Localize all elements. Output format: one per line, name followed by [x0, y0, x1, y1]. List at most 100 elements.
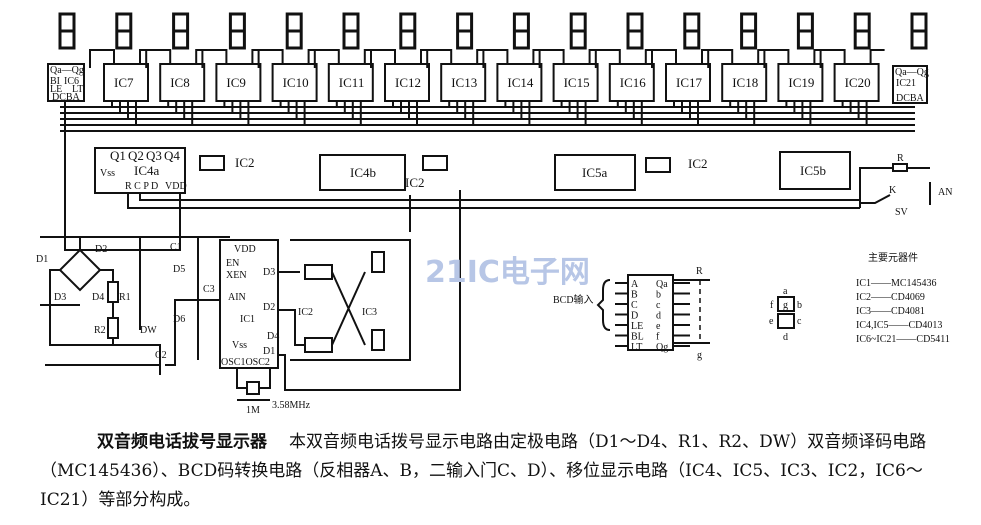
pin-label: LE [50, 84, 62, 95]
pin-label: Qa—Qg [50, 65, 84, 76]
d4-label: D4 [92, 292, 104, 303]
seven-segment-digit [228, 12, 246, 50]
bcd-output-pin: e [656, 321, 661, 332]
seven-segment-digit [853, 12, 871, 50]
watermark: 21IC电子网 [425, 255, 590, 290]
pin-label: BI [50, 76, 60, 87]
ic15-label: IC15 [564, 75, 590, 90]
k-label: K [889, 185, 897, 196]
ic11-chip: IC11 [313, 49, 379, 125]
r-label: R [696, 266, 703, 277]
bcd-output-pin: c [656, 300, 661, 311]
ic6-box: Qa—Qg BI IC6 LE LT DCBA [47, 63, 85, 103]
pin-label: DCBA [52, 92, 81, 103]
ic4a-label: IC4a [134, 163, 160, 178]
ic19-chip: IC19 [763, 49, 829, 125]
ic12-chip: IC12 [370, 49, 435, 125]
bcd-input-pin: A [631, 279, 639, 290]
parts-list-item: IC6~IC21——CD5411 [856, 334, 950, 345]
seven-segment-digit [626, 12, 644, 50]
bcd-output-pin: b [656, 290, 661, 301]
r2-label: R2 [94, 325, 106, 336]
pin-vdd: VDD [234, 244, 256, 255]
bcd-output-pin: f [656, 332, 660, 343]
ic17-chip: IC17 [651, 49, 716, 125]
seven-segment-digit [172, 12, 190, 50]
seven-segment-digit [512, 12, 530, 50]
pin-osc: OSC1OSC2 [221, 357, 270, 368]
pin-label: DCBA [896, 93, 925, 104]
r-label: R [897, 153, 904, 164]
pin-label: Qa—Qg [895, 67, 929, 78]
ic21-label: IC21 [896, 78, 916, 89]
seg-a: a [783, 286, 788, 297]
d3-label: D3 [54, 292, 66, 303]
ic18-label: IC18 [732, 75, 758, 90]
seven-segment-digit [456, 12, 474, 50]
ic15-chip: IC15 [538, 49, 604, 125]
seven-segment-digit [569, 12, 587, 50]
figure-caption: 双音频电话拔号显示器本双音频电话拨号显示电路由定极电路（D1～D4、R1、R2、… [40, 428, 970, 515]
caption-title: 双音频电话拔号显示器 [97, 432, 267, 452]
pin-q2: Q2 [128, 148, 144, 163]
ic10-chip: IC10 [257, 49, 323, 125]
d6-label: D6 [173, 314, 185, 325]
seg-c: c [797, 316, 802, 327]
ic9-chip: IC9 [201, 49, 267, 125]
d2-label: D2 [95, 244, 107, 255]
r1-label: R1 [119, 292, 131, 303]
seg-e: e [769, 316, 774, 327]
ic14-label: IC14 [507, 75, 534, 90]
pin-label: LT [72, 84, 83, 95]
ic20-chip: IC20 [819, 49, 885, 125]
seven-segment-digit [796, 12, 814, 50]
ic11-label: IC11 [339, 75, 365, 90]
pin-en: EN [226, 258, 239, 269]
ic16-label: IC16 [620, 75, 647, 90]
ic21-box: Qa—Qg IC21 DCBA [892, 65, 929, 104]
ic20-label: IC20 [845, 75, 871, 90]
bcd-output-pin: d [656, 311, 661, 322]
crystal-label: 3.58MHz [272, 400, 311, 411]
bcd-input-pin: B [631, 290, 638, 301]
ic18-chip: IC18 [707, 49, 773, 125]
parts-list-title: 主要元器件 [868, 252, 918, 264]
parts-list-item: IC3——CD4081 [856, 306, 925, 317]
c2-label: C2 [155, 350, 167, 361]
seven-segment-displays [58, 12, 928, 50]
parts-list-item: IC4,IC5——CD4013 [856, 320, 942, 331]
seven-segment-digit [58, 12, 76, 50]
bcd-input-pin: C [631, 300, 638, 311]
pin-d1: D1 [263, 346, 275, 357]
input-circuit: D1 D2 D3 D4 R1 R2 DW C1 C2 D5 D6 C3 VDD … [36, 190, 461, 416]
pin-rcpd: R C P D [125, 181, 158, 192]
seven-segment-digit [115, 12, 133, 50]
bcd-input-pin: D [631, 311, 638, 322]
c1-label: C1 [170, 242, 182, 253]
ic4b-label: IC4b [350, 165, 376, 180]
shift-logic: IC2 IC4b IC2 IC5a IC2 IC5b R K SV AN [199, 151, 952, 218]
ic5b-label: IC5b [800, 163, 826, 178]
bcd-output-pin: Qa [656, 279, 668, 290]
pin-q1: Q1 [110, 148, 126, 163]
bcd-input-label: BCD输入 [553, 293, 594, 306]
ic13-label: IC13 [451, 75, 477, 90]
ic3-label: IC3 [362, 307, 377, 318]
caption-body: 本双音频电话拨号显示电路由定极电路（D1～D4、R1、R2、DW）双音频译码电路… [40, 432, 927, 510]
ic8-label: IC8 [170, 75, 190, 90]
bcd-input-pin: LT [631, 342, 642, 353]
pin-q4: Q4 [164, 148, 180, 163]
ic13-chip: IC13 [426, 49, 492, 125]
ic2-label: IC2 [688, 156, 708, 171]
ic8-chip: IC8 [145, 49, 211, 125]
parts-list: 主要元器件 IC1——MC145436 IC2——CD4069 IC3——CD4… [856, 252, 950, 345]
seg-f: f [770, 300, 774, 311]
ic1-label: IC1 [240, 314, 255, 325]
ic2-label: IC2 [298, 307, 313, 318]
d5-label: D5 [173, 264, 185, 275]
ic2-label: IC2 [235, 155, 255, 170]
dw-label: DW [140, 325, 157, 336]
pin-ain: AIN [228, 292, 246, 303]
